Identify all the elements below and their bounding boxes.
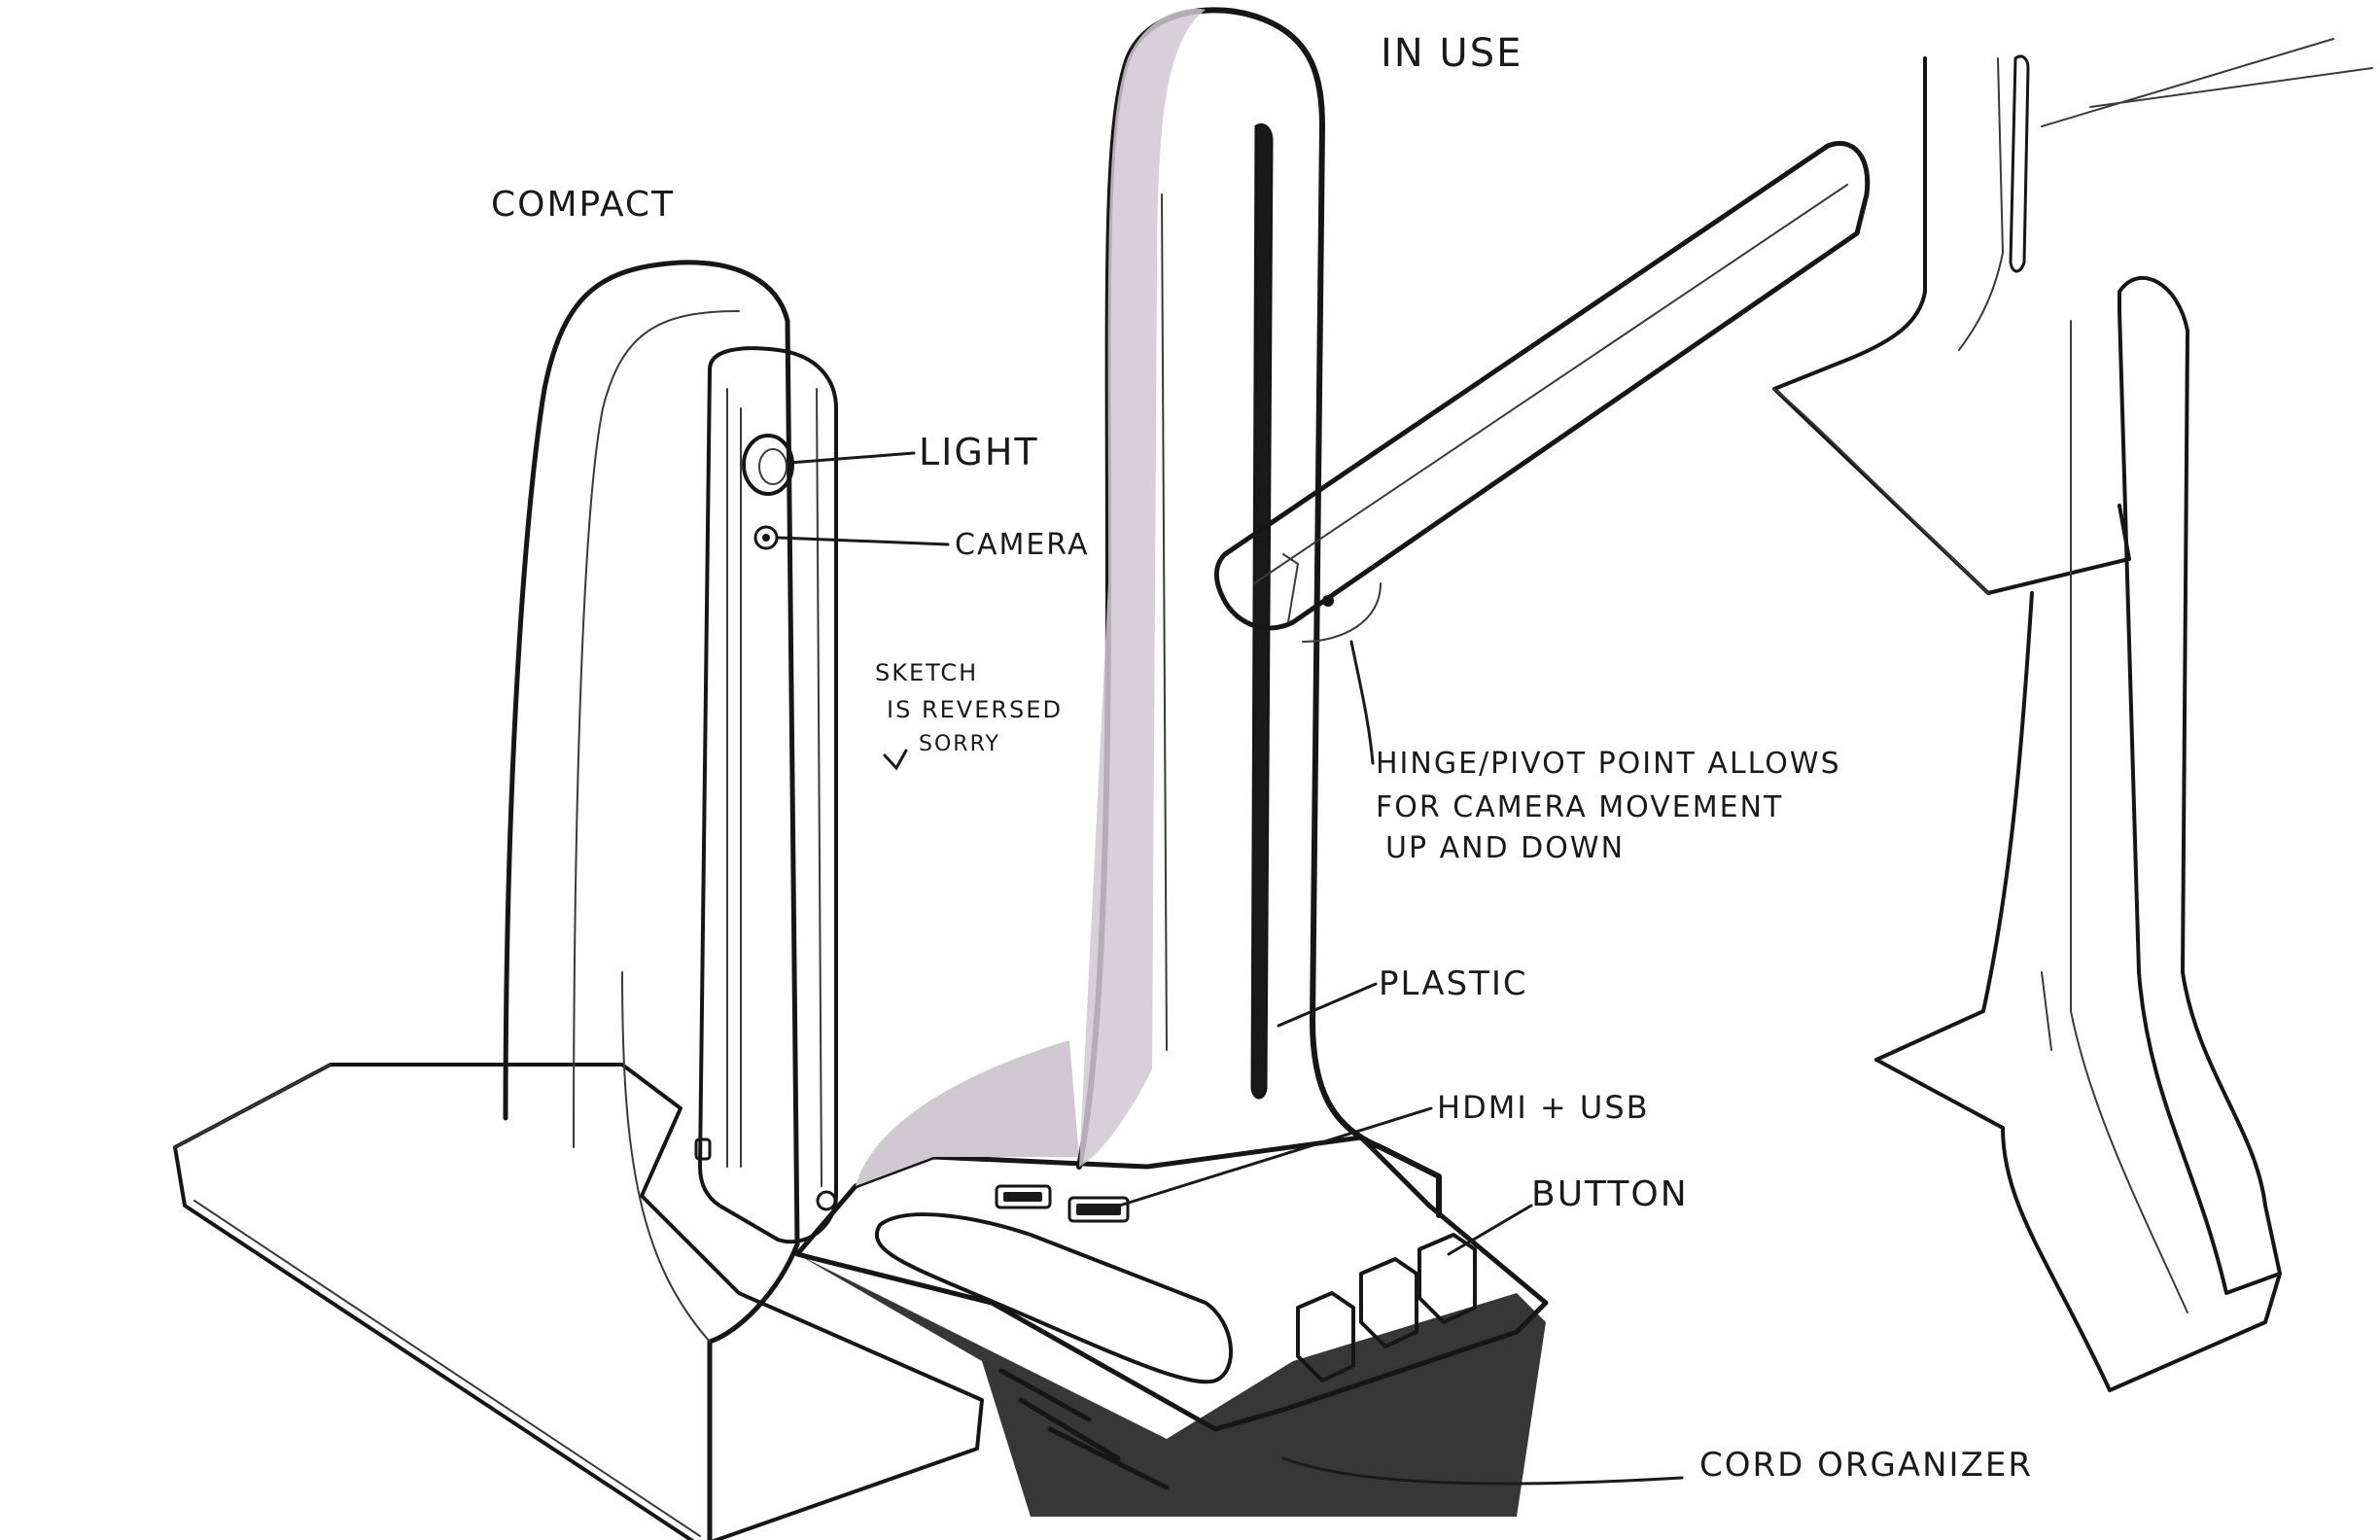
hinge-line-1: HINGE/PIVOT POINT ALLOWS bbox=[1376, 747, 1841, 781]
label-button: BUTTON bbox=[1531, 1174, 1689, 1214]
usb-port bbox=[995, 1184, 1052, 1209]
note-line-2: IS REVERSED bbox=[887, 696, 1063, 723]
label-compact: COMPACT bbox=[491, 185, 675, 225]
light-icon bbox=[742, 434, 794, 496]
leader-lines bbox=[776, 451, 1684, 1486]
reversed-note: SKETCH IS REVERSED SORRY bbox=[875, 659, 1063, 756]
label-camera: CAMERA bbox=[955, 528, 1089, 562]
tower-slot bbox=[1250, 122, 1274, 1100]
side-view-slot bbox=[2009, 54, 2030, 273]
label-hdmi-usb: HDMI + USB bbox=[1437, 1089, 1650, 1126]
floor-shadow bbox=[797, 1254, 1546, 1517]
note-line-3: SORRY bbox=[919, 732, 1000, 756]
labels: COMPACT IN USE LIGHT CAMERA SKETCH IS RE… bbox=[491, 31, 2033, 1485]
cord-organizer-slot bbox=[874, 1212, 1233, 1384]
dock-buttons bbox=[1296, 1233, 1477, 1382]
compact-tower bbox=[503, 260, 800, 1540]
compact-device bbox=[173, 260, 984, 1540]
pivot-icon bbox=[1322, 595, 1334, 607]
in-use-device bbox=[794, 7, 1549, 1432]
label-light: LIGHT bbox=[919, 431, 1039, 473]
hinge-line-2: FOR CAMERA MOVEMENT bbox=[1376, 790, 1783, 824]
label-in-use: IN USE bbox=[1381, 31, 1522, 76]
note-line-1: SKETCH bbox=[875, 659, 978, 686]
camera-arm bbox=[1214, 141, 1871, 643]
dock-button bbox=[1418, 1233, 1477, 1324]
hdmi-port bbox=[1068, 1196, 1130, 1223]
label-cord-organizer: CORD ORGANIZER bbox=[1699, 1446, 2033, 1485]
side-view-fragment bbox=[1772, 38, 2373, 1392]
compact-front-panel bbox=[698, 346, 838, 1244]
dock-button bbox=[1296, 1291, 1355, 1382]
dock-base bbox=[794, 1135, 1549, 1432]
label-plastic: PLASTIC bbox=[1379, 964, 1528, 1003]
hinge-note: HINGE/PIVOT POINT ALLOWS FOR CAMERA MOVE… bbox=[1376, 747, 1841, 865]
dock-button bbox=[1359, 1257, 1418, 1348]
hinge-line-3: UP AND DOWN bbox=[1385, 831, 1625, 865]
compact-base bbox=[173, 1063, 984, 1540]
